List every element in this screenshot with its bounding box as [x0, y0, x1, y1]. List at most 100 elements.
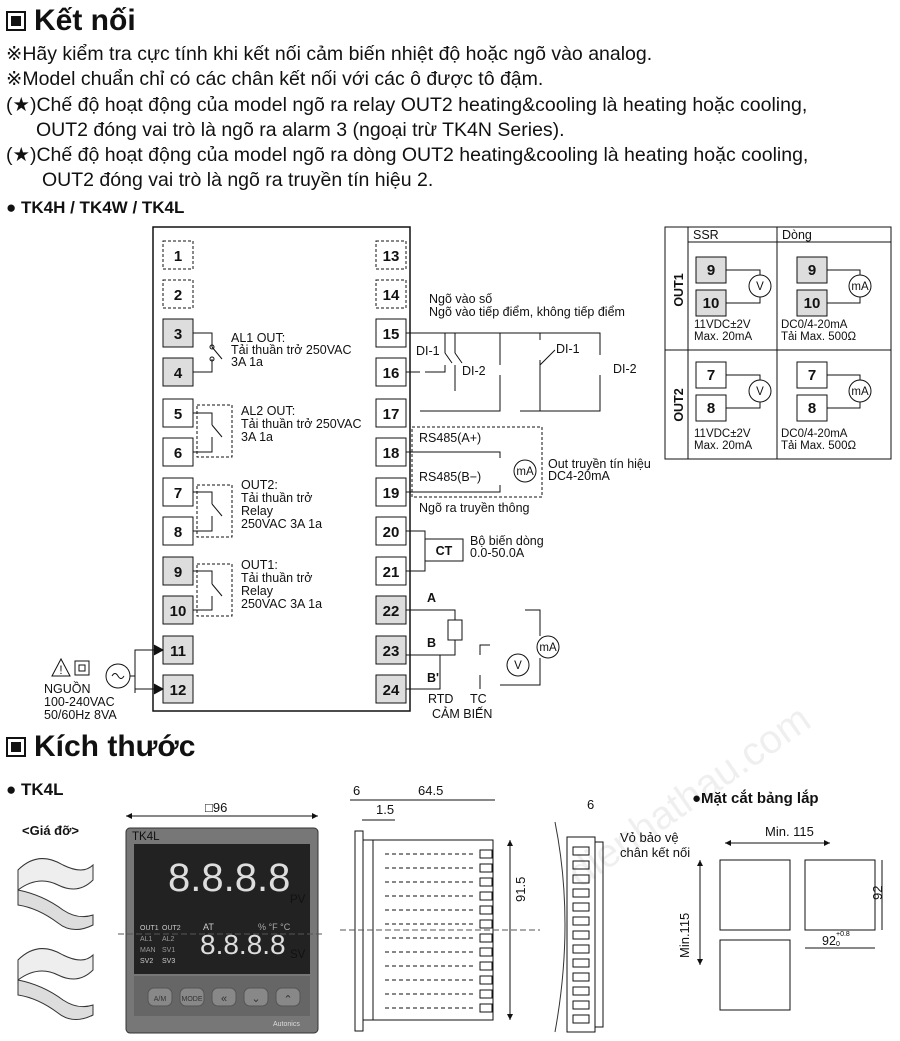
di2-label-b: DI-2 [613, 362, 637, 376]
terminal-23 [375, 635, 407, 665]
side-view [340, 799, 540, 1032]
front-units: % °F °C [258, 922, 291, 932]
comm-label: Ngõ ra truyền thông [419, 501, 530, 515]
side-terminal-slot [479, 1003, 493, 1013]
ot-v2: V [756, 386, 764, 398]
ot-dong2b: Tải Max. 500Ω [781, 440, 856, 452]
terminal-label-23: 23 [383, 643, 400, 660]
power-voltage: 100-240VAC [44, 695, 115, 709]
side-slots [385, 849, 493, 1013]
terminal-label-3: 3 [174, 326, 182, 343]
side-terminal-slot [479, 919, 493, 929]
cover-terminal-slot [572, 916, 590, 926]
comm-b: RS485(B−) [419, 470, 481, 484]
ot-dong2: Tải Max. 500Ω [781, 331, 856, 343]
cover-terminal-slot [572, 860, 590, 870]
svg-text:!: ! [59, 665, 62, 677]
cover-terminal-slot [572, 986, 590, 996]
cover-terminal-slot [572, 888, 590, 898]
dim-645: 64.5 [418, 783, 444, 798]
ot-v1: V [756, 281, 764, 293]
transmit-line1: Out truyền tín hiệu [548, 457, 651, 471]
bracket-drawing [17, 858, 94, 1020]
power-freq: 50/60Hz 8VA [44, 708, 117, 722]
section-title-text: Kích thước [34, 730, 196, 763]
al2-line1: Tải thuần trở 250VAC [241, 417, 362, 431]
terminal-label-4: 4 [174, 365, 183, 382]
ot-9a: 9 [707, 262, 715, 279]
sensor-label: CẢM BIẾN [432, 706, 492, 721]
width-label: □96 [205, 800, 228, 815]
ot-dong1b: DC0/4-20mA [781, 428, 848, 440]
dim-model: ● TK4L [6, 780, 64, 799]
cover-terminal-slot [572, 874, 590, 884]
terminal-17 [375, 398, 407, 428]
sensor-v: V [514, 660, 522, 672]
ot-ma2: mA [851, 386, 869, 398]
terminal-label-1: 1 [174, 248, 182, 265]
panel-title: ●Mặt cắt bảng lắp [692, 790, 819, 807]
front-brand: Autonics [273, 1021, 300, 1028]
bracket-label: <Giá đỡ> [22, 823, 79, 838]
out2-line2: Relay [241, 504, 274, 518]
relay-contacts [193, 332, 233, 617]
di1-label: DI-1 [416, 344, 440, 358]
front-sv: SV [290, 949, 306, 961]
ot-9b: 9 [808, 262, 816, 279]
cut-tol-lower: 0 [836, 941, 840, 948]
sensor-ma: mA [539, 642, 557, 654]
col-dong: Dòng [782, 228, 812, 242]
front-pv: PV [290, 894, 306, 906]
front-btn-left: « [221, 993, 227, 1005]
ot-ssr1b: 11VDC±2V [694, 428, 751, 440]
cut-tol-upper: +0.8 [836, 931, 850, 938]
cut-92v: 92 [870, 885, 885, 900]
terminal-label-5: 5 [174, 406, 182, 423]
note-4: (★)Chế độ hoạt động của model ngõ ra dòn… [6, 144, 809, 166]
terminal-12 [162, 674, 194, 704]
ot-8b: 8 [808, 400, 816, 417]
terminal-8 [162, 516, 194, 546]
ot-8a: 8 [707, 400, 715, 417]
out2-line3: 250VAC 3A 1a [241, 517, 322, 531]
front-sv-digits: 8.8.8.8 [200, 929, 286, 960]
cover-terminal-slot [572, 972, 590, 982]
ct-line2: 0.0-50.0A [470, 546, 525, 560]
front-model: TK4L [132, 831, 160, 843]
side-terminal-slot [479, 905, 493, 915]
side-terminal-slot [479, 975, 493, 985]
row-out1: OUT1 [672, 273, 686, 306]
terminal-label-18: 18 [383, 445, 400, 462]
section-title-dimensions: Kích thước [6, 730, 195, 764]
transmit-line2: DC4-20mA [548, 469, 610, 483]
terminal-19 [375, 477, 407, 507]
terminal-11 [162, 635, 194, 665]
left-terminals: 1 2 3 4 5 6 7 8 9 10 11 12 [162, 240, 194, 704]
al1-title: AL1 OUT: [231, 331, 285, 345]
section-title-text: Kết nối [34, 4, 136, 37]
front-btn-down: ⌄ [251, 993, 260, 1005]
terminal-label-24: 24 [383, 682, 400, 699]
terminal-1 [162, 240, 194, 270]
sensor-bp: B' [427, 671, 439, 685]
comm-box [411, 426, 543, 498]
terminal-13 [375, 240, 407, 270]
front-btn-am: A/M [154, 996, 167, 1003]
terminal-label-7: 7 [174, 485, 182, 502]
front-ind-sv2: SV2 [140, 958, 153, 965]
terminal-label-15: 15 [383, 326, 400, 343]
terminal-label-10: 10 [170, 603, 187, 620]
transmit-ma: mA [516, 466, 534, 478]
cover-terminal-slot [572, 930, 590, 940]
cover-terminal-slot [572, 1014, 590, 1024]
front-btn-mode: MODE [182, 996, 203, 1003]
terminal-label-17: 17 [383, 406, 400, 423]
cover-label: Vỏ bảo vệ chân kết nối [620, 830, 690, 860]
dim-6: 6 [353, 783, 361, 798]
side-terminal-slot [479, 961, 493, 971]
terminal-label-19: 19 [383, 485, 400, 502]
min115v: Min.115 [677, 912, 692, 958]
controller-body [152, 226, 411, 712]
ot-10a: 10 [703, 295, 720, 312]
sensor-a: A [427, 591, 436, 605]
